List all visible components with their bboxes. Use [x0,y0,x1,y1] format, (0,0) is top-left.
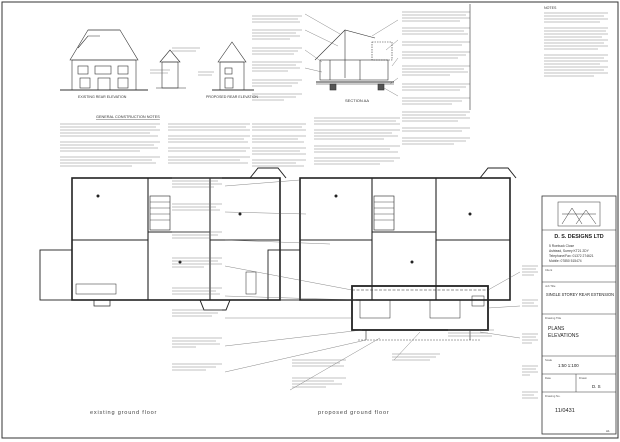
date-label: Date [545,376,551,380]
elevation-label-existing: EXISTING REAR ELEVATION [78,95,127,99]
drawing-title-line-2: ELEVATIONS [548,333,579,339]
drawing-title-label: Drawing Title [545,316,562,320]
plan-leaders [224,179,521,391]
proposed-ground-floor-plan [267,167,517,341]
company-address-line-1: 5 Roebuck Close [549,244,574,248]
general-notes-title: GENERAL CONSTRUCTION NOTES [96,115,160,119]
existing-rear-elevation [60,29,186,91]
existing-ground-floor-plan [39,167,287,311]
elevation-label-proposed: PROPOSED REAR ELEVATION [206,95,258,99]
drawn-label: Drawn [579,376,588,380]
general-notes-columns [60,111,470,167]
plan-label-proposed: proposed ground floor [318,410,390,416]
notes-panel-title: NOTES [544,6,557,10]
plan-notes [172,177,538,399]
section-aa-drawing [314,29,394,91]
job-title-label: Job Title [545,284,556,288]
drawn-by: D. S [592,384,601,389]
drawing-number-label: Drawing No. [545,394,561,398]
title-block: D. S. DESIGNS LTD 5 Roebuck Close Ashtea… [541,195,617,435]
section-notes-left [252,15,302,101]
plan-label-existing: existing ground floor [90,410,157,416]
company-name: D. S. DESIGNS LTD [554,234,603,240]
section-notes-right [402,11,470,105]
notes-panel-text [544,12,608,77]
revision: A1 [606,429,610,433]
drawing-title-line-1: PLANS [548,326,565,332]
elevation-callout-marks [150,47,214,76]
job-title: SINGLE STOREY REAR EXTENSION [546,292,614,297]
company-logo [557,201,601,227]
company-address-line-2: Ashtead, Surrey KT21 2DY [549,249,590,253]
company-phone: Telephone/Fax: 01372 274621 [549,254,594,258]
proposed-side-elevation [212,41,254,91]
section-leaders [304,13,399,97]
company-mobile: Mobile: 07850 515474 [549,259,582,263]
drawing-number: 11/0431 [555,408,575,414]
scale-value: 1:50 1:100 [558,363,579,368]
scale-label: Scale [545,358,552,362]
section-label: SECTION AA [345,98,369,103]
client-label: Client [545,268,552,272]
